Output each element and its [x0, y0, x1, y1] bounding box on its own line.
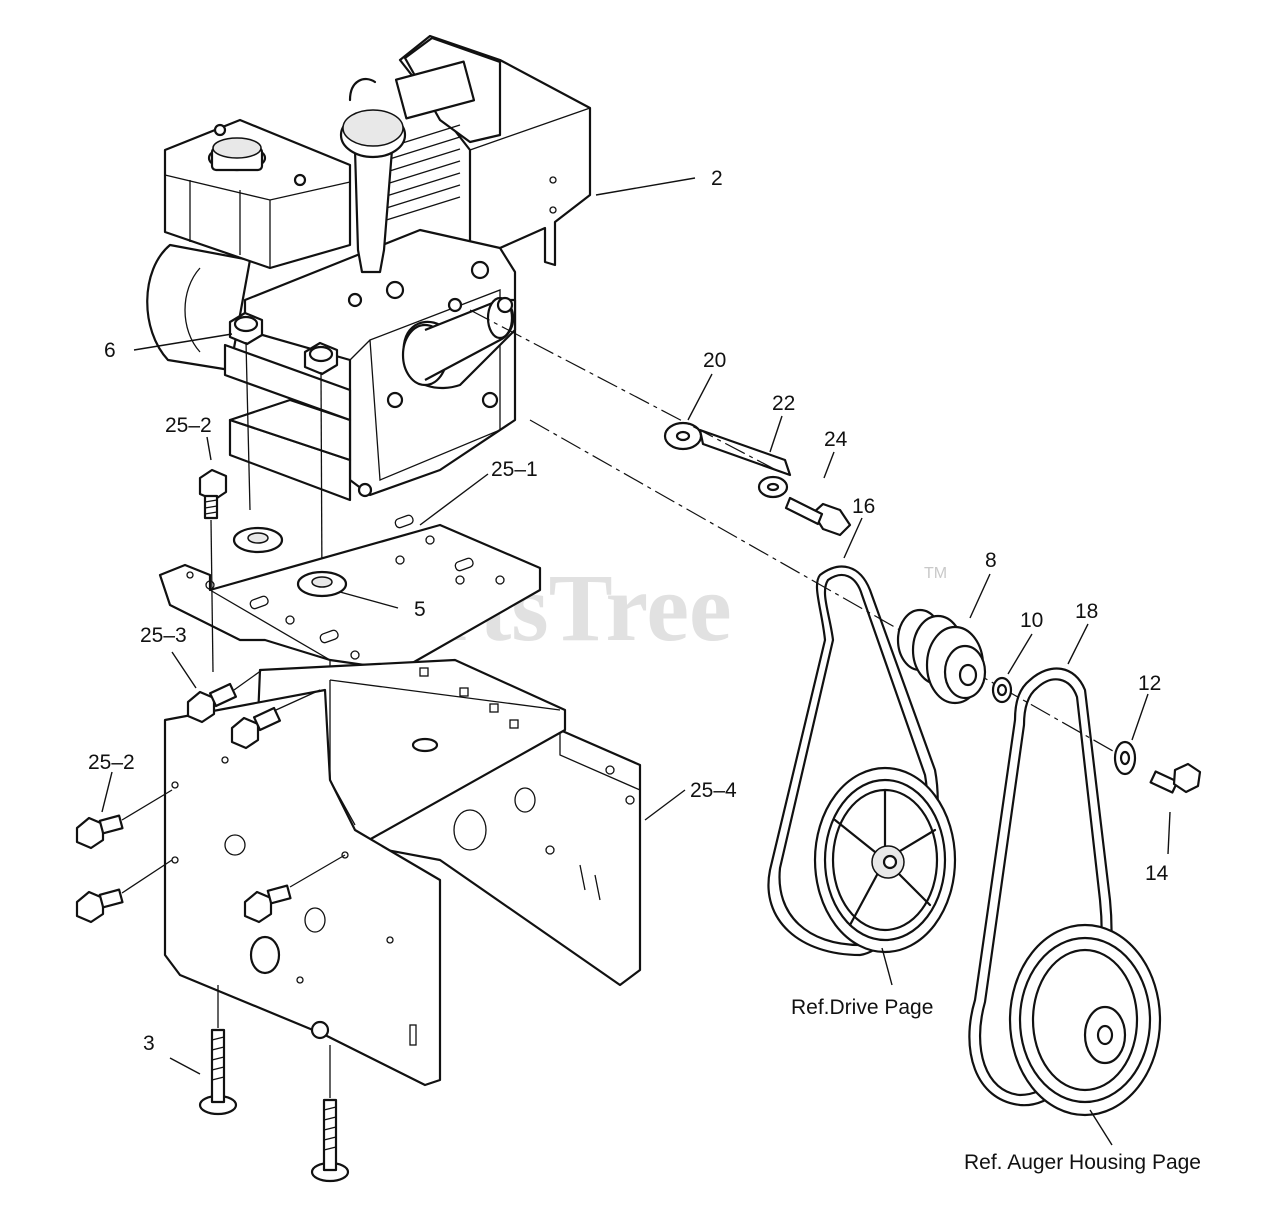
callout-25-2-side: 25–2 — [88, 751, 135, 774]
callout-16: 16 — [852, 495, 875, 518]
callout-5: 5 — [414, 598, 426, 621]
callout-12: 12 — [1138, 672, 1161, 695]
callout-8: 8 — [985, 549, 997, 572]
callout-25-1: 25–1 — [491, 458, 538, 481]
callout-24: 24 — [824, 428, 848, 451]
callout-3: 3 — [143, 1032, 155, 1055]
engine-assembly — [146, 34, 592, 591]
ref-drive-page: Ref.Drive Page — [791, 996, 933, 1019]
mounting-plate — [158, 514, 542, 680]
callout-25-2-top: 25–2 — [165, 414, 212, 437]
lock-washers — [232, 526, 348, 598]
callout-2: 2 — [711, 167, 723, 190]
callout-6: 6 — [104, 339, 116, 362]
belt-18-assembly — [968, 667, 1202, 1117]
callout-18: 18 — [1075, 600, 1098, 623]
callout-20: 20 — [703, 349, 726, 372]
bolts — [75, 468, 350, 1183]
leader-lines — [101, 177, 1171, 1146]
belt-keeper — [469, 309, 1121, 756]
callout-25-3: 25–3 — [140, 624, 187, 647]
callouts: 2 6 20 22 24 16 25–2 25–1 8 10 18 5 25–3… — [88, 167, 1201, 1174]
engine-pulley — [896, 608, 1013, 705]
callout-14: 14 — [1145, 862, 1169, 885]
callout-10: 10 — [1020, 609, 1043, 632]
watermark-trademark: TM — [924, 565, 947, 582]
callout-25-4: 25–4 — [690, 779, 737, 802]
callout-22: 22 — [772, 392, 795, 415]
ref-auger-housing-page: Ref. Auger Housing Page — [964, 1151, 1201, 1174]
belt-16-assembly — [767, 565, 957, 957]
frame-panels — [163, 658, 642, 1087]
